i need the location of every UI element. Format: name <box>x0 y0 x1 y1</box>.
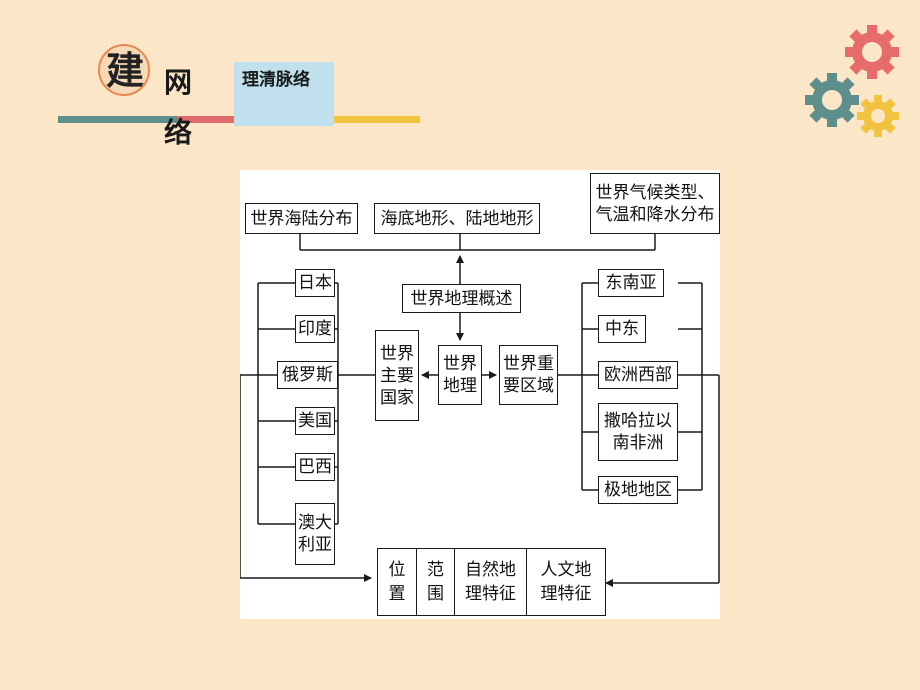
aspect-extent: 范 围 <box>416 549 454 615</box>
header-stripe-red <box>178 116 234 123</box>
country-australia: 澳大 利亚 <box>295 503 335 565</box>
gear-yellow-icon <box>857 95 899 137</box>
header-stripe-yellow <box>334 116 420 123</box>
region-polar: 极地地区 <box>598 476 678 504</box>
title-char-2: 络 <box>164 116 193 149</box>
country-usa: 美国 <box>295 407 335 435</box>
aspect-human-features: 人文地 理特征 <box>526 549 605 615</box>
badge-circle <box>98 44 150 96</box>
node-landforms: 海底地形、陆地地形 <box>374 203 540 234</box>
gear-teal-icon <box>805 73 859 127</box>
region-middle-east: 中东 <box>598 315 646 343</box>
aspect-location: 位 置 <box>388 560 406 604</box>
country-india: 印度 <box>295 315 335 343</box>
concept-map: 世界海陆分布 海底地形、陆地地形 世界气候类型、 气温和降水分布 世界地理概述 … <box>240 170 720 619</box>
gears-decoration <box>805 25 899 137</box>
node-overview: 世界地理概述 <box>402 284 521 313</box>
country-brazil: 巴西 <box>295 453 335 481</box>
connector-lines <box>240 234 720 587</box>
node-climate: 世界气候类型、 气温和降水分布 <box>590 173 720 234</box>
country-japan: 日本 <box>295 269 335 297</box>
region-western-europe: 欧洲西部 <box>598 361 678 389</box>
subtitle-box: 理清脉络 <box>234 62 334 126</box>
country-russia: 俄罗斯 <box>277 361 338 389</box>
aspect-physical-features: 自然地 理特征 <box>454 549 526 615</box>
badge-char: 建 <box>105 48 144 93</box>
aspects-table: 位 置 范 围 自然地 理特征 人文地 理特征 <box>377 548 606 616</box>
gear-red-icon <box>845 25 899 79</box>
header-stripe-teal <box>58 116 178 123</box>
node-land-sea-distribution: 世界海陆分布 <box>245 203 358 234</box>
title-char-1: 网 <box>164 66 193 99</box>
node-major-countries: 世界 主要 国家 <box>375 330 419 421</box>
node-key-regions: 世界重 要区域 <box>499 345 558 405</box>
region-southeast-asia: 东南亚 <box>598 269 664 297</box>
region-sub-saharan-africa: 撒哈拉以 南非洲 <box>598 403 678 461</box>
node-world-geography: 世界 地理 <box>438 345 482 405</box>
